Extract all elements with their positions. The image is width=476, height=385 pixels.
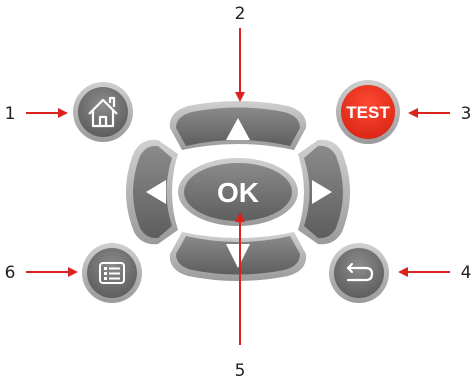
triangle-right-icon: [312, 180, 332, 204]
test-button[interactable]: TEST: [336, 80, 400, 144]
callout-number-2: 2: [235, 4, 246, 24]
ok-label: OK: [217, 177, 259, 208]
up-button[interactable]: [169, 101, 307, 150]
callout-number-6: 6: [5, 263, 16, 283]
back-button[interactable]: [329, 243, 389, 303]
down-button[interactable]: [169, 232, 307, 281]
right-button[interactable]: [298, 139, 350, 245]
callout-number-1: 1: [5, 104, 16, 124]
home-icon: [88, 96, 118, 128]
triangle-left-icon: [146, 180, 166, 204]
return-arrow-icon: [346, 262, 374, 282]
home-button[interactable]: [73, 82, 133, 142]
ok-button[interactable]: OK: [178, 158, 298, 226]
dpad: OK: [126, 101, 350, 281]
list-menu-icon: [99, 262, 125, 284]
callout-arrows: [26, 28, 450, 345]
menu-button[interactable]: [82, 243, 142, 303]
callout-number-4: 4: [461, 263, 472, 283]
callout-numbers: 1 2 3 4 5 6: [5, 4, 472, 381]
triangle-down-icon: [226, 244, 250, 268]
callout-number-5: 5: [235, 361, 246, 381]
callout-number-3: 3: [461, 104, 472, 124]
triangle-up-icon: [226, 118, 250, 140]
left-button[interactable]: [126, 139, 178, 245]
test-label: TEST: [346, 103, 390, 122]
